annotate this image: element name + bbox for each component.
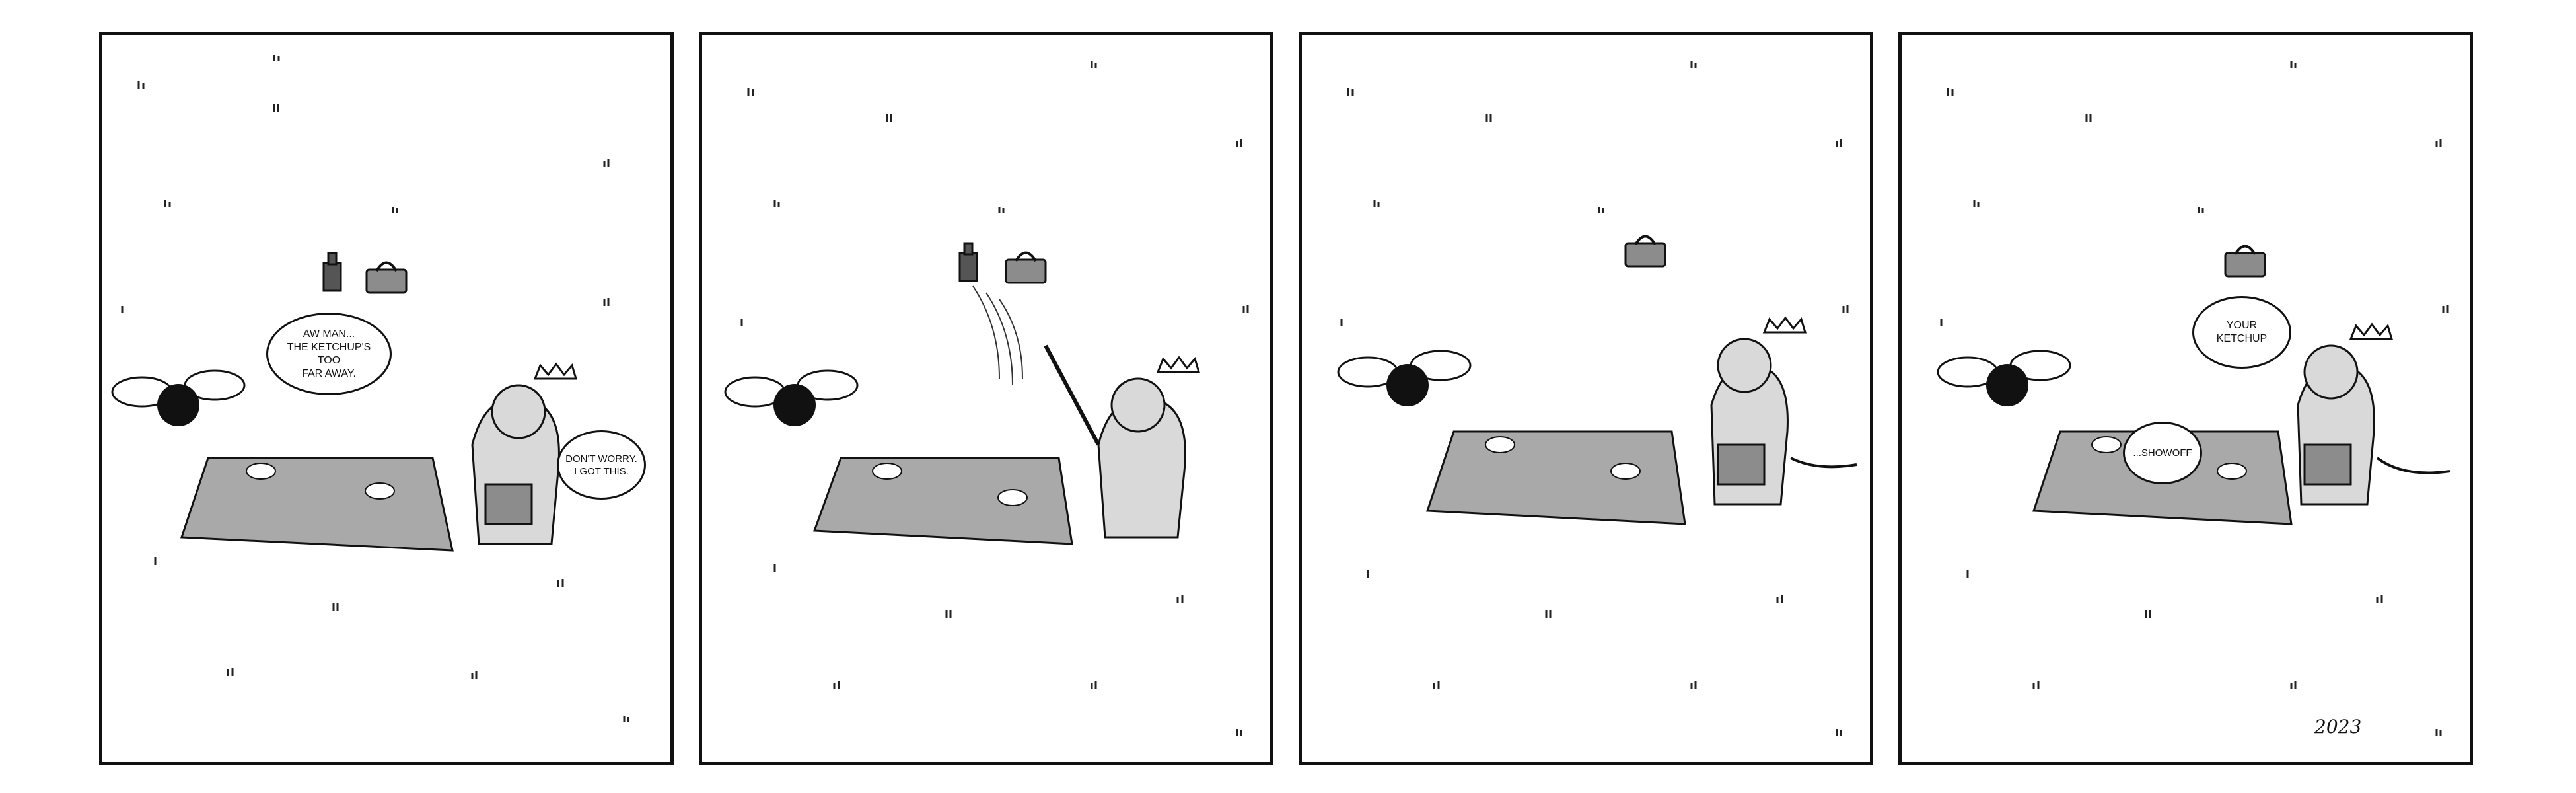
picnic-basket-icon <box>365 261 408 294</box>
panel-1-art <box>111 55 629 722</box>
picnic-blanket <box>180 457 454 552</box>
picnic-basket-icon <box>1624 235 1666 268</box>
grass-tufts <box>740 61 1249 736</box>
fly-character <box>111 369 246 426</box>
speech-bubble-fly: AW MAN... THE KETCHUP'S TOO FAR AWAY. <box>266 313 392 395</box>
ketchup-bottle-icon <box>958 242 978 282</box>
grass-tufts <box>1940 61 2449 736</box>
comic-panel-3 <box>1299 32 1873 765</box>
picnic-basket-icon <box>2224 245 2266 278</box>
comic-panel-2 <box>699 32 1273 765</box>
fly-character <box>1337 350 1472 406</box>
motion-lines-icon <box>972 285 1023 386</box>
fly-character <box>724 369 859 426</box>
panel-2-art <box>724 61 1249 736</box>
grass-tufts <box>1340 61 1849 736</box>
comic-panel-4: YOUR KETCHUP ...SHOWOFF 2023 <box>1898 32 2473 765</box>
bear-character <box>1044 344 1201 539</box>
picnic-blanket <box>1425 430 1686 525</box>
speech-bubble-bear: YOUR KETCHUP <box>2192 296 2291 369</box>
artist-signature: 2023 <box>2314 716 2362 737</box>
bear-character <box>1710 316 1857 506</box>
picnic-blanket <box>812 457 1073 545</box>
bear-character <box>471 362 578 545</box>
panel-3-art <box>1337 61 1857 736</box>
comic-panel-1: AW MAN... THE KETCHUP'S TOO FAR AWAY. DO… <box>99 32 674 765</box>
fly-character <box>1937 350 2071 406</box>
grass-tufts <box>121 55 629 722</box>
panel-4-art <box>1937 61 2451 736</box>
speech-bubble-fly: ...SHOWOFF <box>2123 422 2202 484</box>
picnic-basket-icon <box>1005 251 1047 284</box>
speech-bubble-bear: DON'T WORRY. I GOT THIS. <box>557 430 646 500</box>
ketchup-bottle-icon <box>322 252 342 292</box>
bear-character <box>2297 322 2451 506</box>
